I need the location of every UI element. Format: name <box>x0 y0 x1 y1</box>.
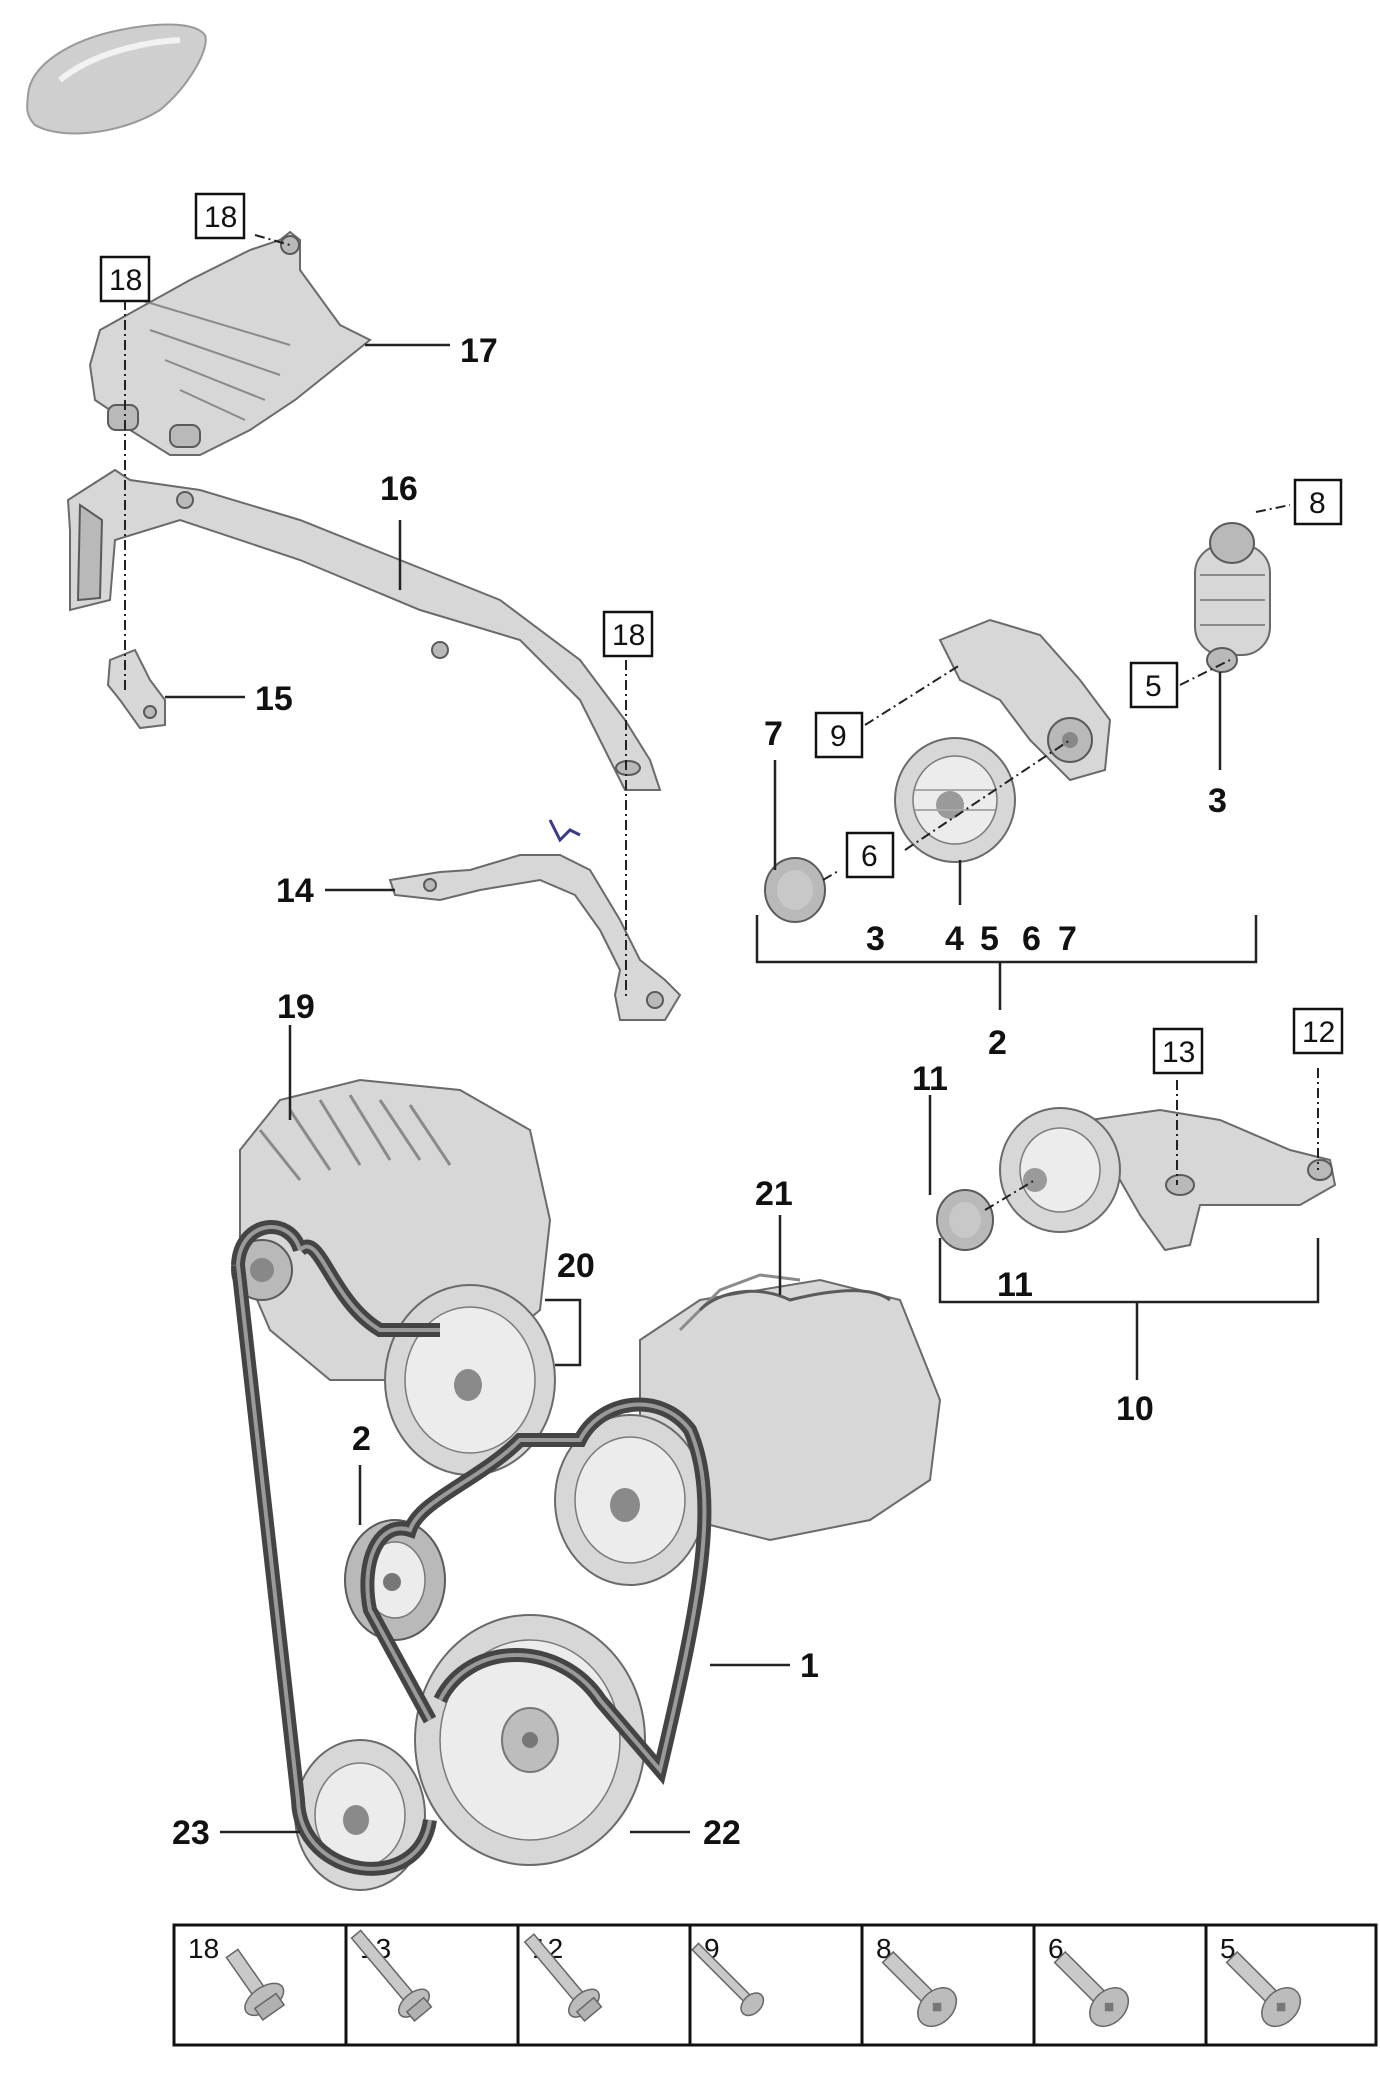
boxed-5: 5 <box>1145 670 1162 703</box>
bolt-torx-icon <box>881 1950 958 2028</box>
boxed-callouts: 18 18 18 8 5 9 6 13 12 <box>99 192 1344 1075</box>
callout-4: 4 <box>945 920 964 958</box>
callout-labels: 17 16 15 14 19 20 21 2 1 23 22 7 3 3 4 5… <box>172 332 1227 1852</box>
bolt-long-icon <box>350 1929 433 2023</box>
callout-17: 17 <box>460 332 498 370</box>
boxed-18-b: 18 <box>109 264 142 297</box>
callout-22: 22 <box>703 1814 741 1852</box>
callout-5-group: 5 <box>980 920 999 958</box>
ac-compressor-21 <box>554 1273 942 1586</box>
heat-shield-17 <box>88 230 372 456</box>
boxed-18-a: 18 <box>204 201 237 234</box>
callout-16: 16 <box>380 470 418 508</box>
callout-20: 20 <box>557 1247 595 1285</box>
boxed-8: 8 <box>1309 487 1326 520</box>
fastener-num-6: 6 <box>1048 1933 1064 1964</box>
bracket-15 <box>106 648 166 730</box>
callout-10: 10 <box>1116 1390 1154 1428</box>
callout-3-side: 3 <box>1208 782 1227 820</box>
idler-assembly-10 <box>936 1107 1337 1252</box>
callout-3-group: 3 <box>866 920 885 958</box>
callout-21: 21 <box>755 1175 793 1213</box>
callout-1: 1 <box>800 1647 819 1685</box>
car-silhouette-icon <box>26 23 207 135</box>
bolt-thin-icon <box>691 1942 765 2017</box>
bolt-flange-icon <box>523 1933 603 2023</box>
callout-23: 23 <box>172 1814 210 1852</box>
bracket-16 <box>66 468 662 791</box>
callout-7-side: 7 <box>764 715 783 753</box>
bolt-flange-icon <box>225 1948 286 2021</box>
boxed-6: 6 <box>861 840 878 873</box>
bolt-torx-icon <box>1225 1950 1302 2028</box>
callout-2-group: 2 <box>988 1024 1007 1062</box>
callout-2-belt: 2 <box>352 1420 371 1458</box>
callout-19: 19 <box>277 988 315 1026</box>
bracket-14 <box>388 819 682 1021</box>
leader-lines <box>165 343 1320 1834</box>
belt-tensioner-2 <box>344 1519 446 1641</box>
callout-15: 15 <box>255 680 293 718</box>
fastener-table: 18 13 12 9 8 6 5 <box>172 1923 1378 2047</box>
fastener-num-8: 8 <box>876 1933 892 1964</box>
callout-6-group: 6 <box>1022 920 1041 958</box>
bolt-torx-icon <box>1053 1950 1130 2028</box>
boxed-12: 12 <box>1302 1016 1335 1049</box>
drive-belt-1 <box>231 1220 712 1876</box>
callout-14: 14 <box>276 872 314 910</box>
fastener-num-18: 18 <box>188 1933 219 1964</box>
boxed-13: 13 <box>1162 1036 1195 1069</box>
boxed-9: 9 <box>830 720 847 753</box>
callout-11-group: 11 <box>997 1266 1033 1304</box>
fastener-num-5: 5 <box>1220 1933 1236 1964</box>
tensioner-assembly-2 <box>764 522 1271 923</box>
dash-lines <box>124 234 1319 1211</box>
callout-7-group: 7 <box>1058 920 1077 958</box>
boxed-18-c: 18 <box>612 619 645 652</box>
callout-11-top: 11 <box>912 1060 948 1098</box>
